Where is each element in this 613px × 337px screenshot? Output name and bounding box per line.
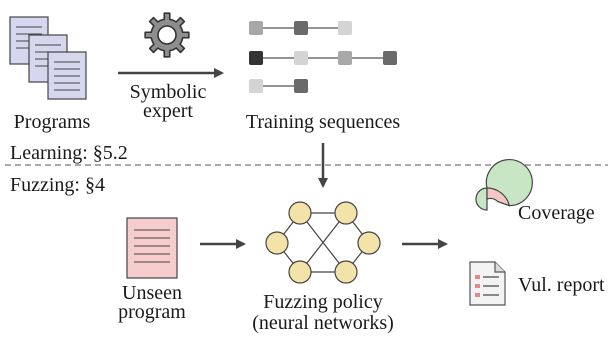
learning-section-label: Learning: §5.2: [10, 142, 128, 164]
training-sequences-label: Training sequences: [246, 111, 400, 133]
symbolic-expert-label-line1: Symbolic: [130, 81, 207, 103]
programs-label: Programs: [14, 111, 91, 133]
coverage-label: Coverage: [518, 202, 595, 224]
programs-icon: [9, 16, 87, 100]
symbolic-expert-label-line2: expert: [143, 100, 193, 122]
vul-report-label: Vul. report: [518, 274, 605, 296]
fuzzing-policy-label-line2: (neural networks): [252, 312, 394, 334]
fuzzing-policy-label-line1: Fuzzing policy: [263, 291, 382, 313]
fuzzing-section-label: Fuzzing: §4: [10, 174, 105, 196]
unseen-program-label-line2: program: [118, 301, 186, 323]
report-icon: [469, 261, 506, 306]
training-sequences-icon: [249, 21, 397, 93]
gear-icon: [144, 12, 190, 58]
neural-network-icon: [265, 201, 381, 284]
donut-chart-icon: [475, 159, 533, 211]
unseen-program-label-line1: Unseen: [122, 282, 182, 304]
unseen-program-icon: [126, 217, 178, 279]
